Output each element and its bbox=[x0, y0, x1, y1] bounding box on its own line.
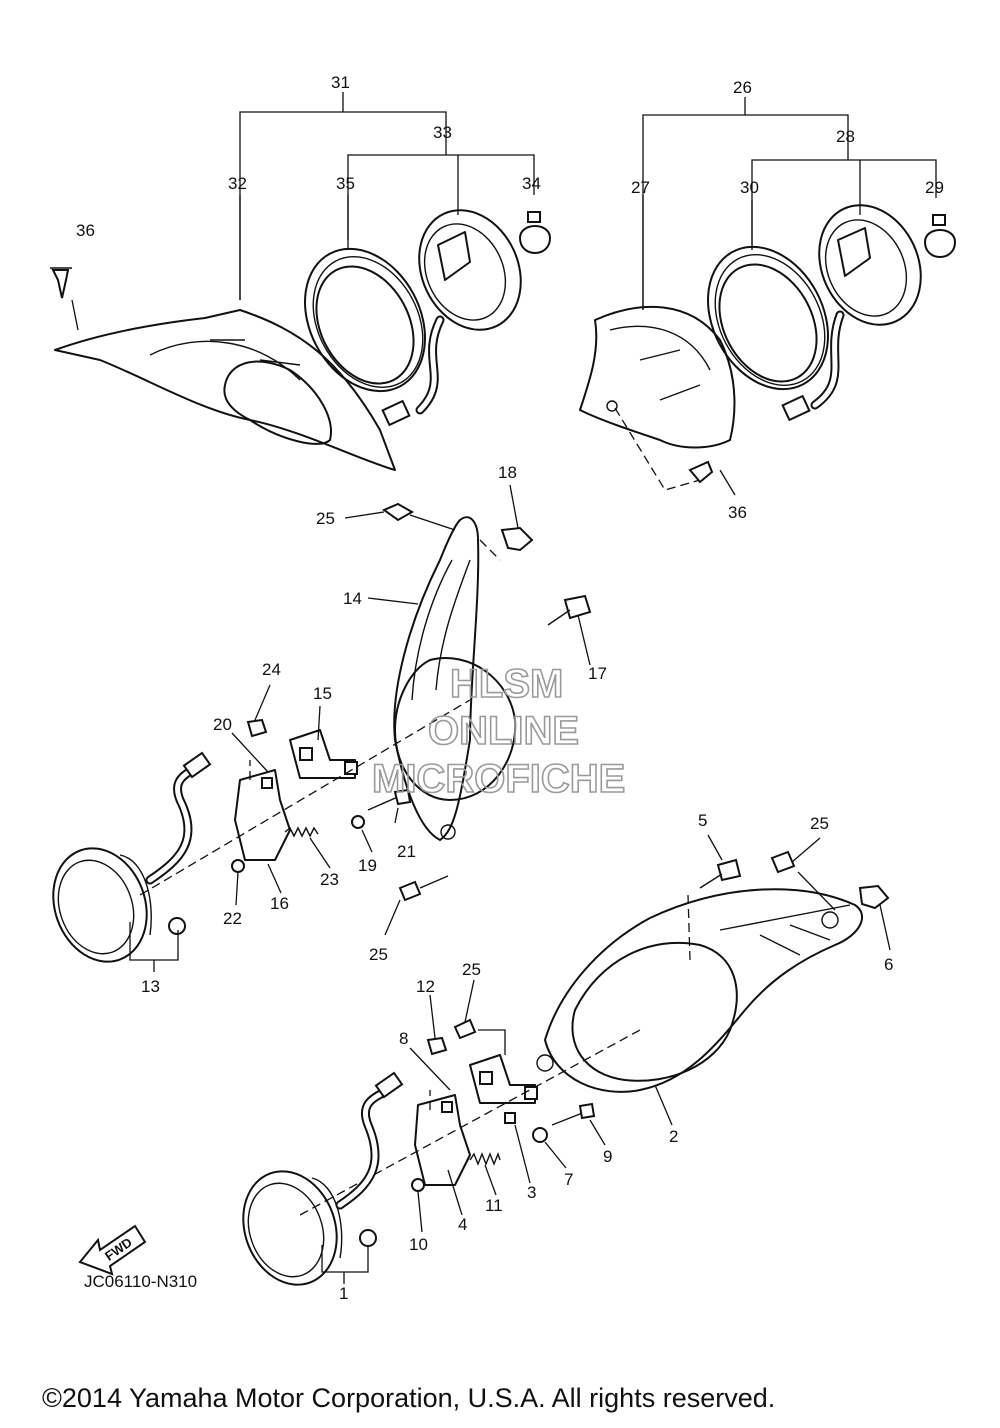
callout-20: 20 bbox=[213, 715, 232, 734]
callout-34: 34 bbox=[522, 174, 541, 193]
callout-22: 22 bbox=[223, 909, 242, 928]
bulb-part bbox=[518, 211, 552, 254]
callout-8: 8 bbox=[399, 1029, 408, 1048]
callout-25-low: 25 bbox=[462, 960, 481, 979]
callout-23: 23 bbox=[320, 870, 339, 889]
callout-36: 36 bbox=[76, 221, 95, 240]
callout-27: 27 bbox=[631, 178, 650, 197]
callout-14: 14 bbox=[343, 589, 362, 608]
callout-17: 17 bbox=[588, 664, 607, 683]
rim-ring-part bbox=[304, 247, 426, 393]
bracket-part bbox=[414, 1054, 538, 1186]
callout-35: 35 bbox=[336, 174, 355, 193]
assembly-lower bbox=[242, 834, 891, 1286]
signal-lamp-part bbox=[781, 204, 922, 422]
visor-part bbox=[54, 309, 396, 471]
callout-18: 18 bbox=[498, 463, 517, 482]
callout-33: 33 bbox=[433, 123, 452, 142]
callout-32: 32 bbox=[228, 174, 247, 193]
headlight-part bbox=[52, 751, 212, 963]
clip-part bbox=[688, 460, 736, 496]
callout-9: 9 bbox=[603, 1147, 612, 1166]
headlight-part bbox=[242, 1071, 404, 1286]
callout-24: 24 bbox=[262, 660, 281, 679]
rim-ring-part bbox=[707, 245, 829, 391]
callout-12: 12 bbox=[416, 977, 435, 996]
callout-6: 6 bbox=[884, 955, 893, 974]
callout-labels: 31 32 33 35 34 36 26 27 28 30 29 36 18 2… bbox=[76, 73, 944, 1303]
watermark-line-2: ONLINE bbox=[428, 709, 579, 753]
assembly-31 bbox=[50, 92, 552, 471]
callout-10: 10 bbox=[409, 1235, 428, 1254]
callout-15: 15 bbox=[313, 684, 332, 703]
watermark-line-1: HLSM bbox=[450, 662, 563, 706]
callout-13: 13 bbox=[141, 977, 160, 996]
copyright-notice: ©2014 Yamaha Motor Corporation, U.S.A. A… bbox=[42, 1383, 775, 1413]
fwd-arrow: FWD bbox=[78, 1224, 147, 1276]
watermark: HLSM ONLINE MICROFICHE bbox=[371, 661, 626, 802]
callout-36-right: 36 bbox=[728, 503, 747, 522]
callout-29: 29 bbox=[925, 178, 944, 197]
bulb-part bbox=[923, 214, 957, 258]
housing-part bbox=[393, 516, 517, 841]
callout-21: 21 bbox=[397, 842, 416, 861]
callout-4: 4 bbox=[458, 1215, 467, 1234]
callout-28: 28 bbox=[836, 127, 855, 146]
callout-2: 2 bbox=[669, 1127, 678, 1146]
diagram-code: JC06110-N310 bbox=[84, 1272, 197, 1291]
clip-part bbox=[50, 267, 72, 299]
watermark-line-3: MICROFICHE bbox=[372, 757, 625, 801]
callout-5: 5 bbox=[698, 811, 707, 830]
signal-lamp-part bbox=[381, 209, 522, 427]
callout-3: 3 bbox=[527, 1183, 536, 1202]
callout-16: 16 bbox=[270, 894, 289, 913]
callout-26: 26 bbox=[733, 78, 752, 97]
callout-30: 30 bbox=[740, 178, 759, 197]
callout-7: 7 bbox=[564, 1170, 573, 1189]
callout-11: 11 bbox=[485, 1196, 503, 1215]
callout-1: 1 bbox=[339, 1284, 348, 1303]
cowl-part bbox=[579, 305, 736, 491]
callout-31: 31 bbox=[331, 73, 350, 92]
assembly-middle bbox=[52, 484, 592, 972]
bracket-part bbox=[234, 729, 358, 861]
callout-19: 19 bbox=[358, 856, 377, 875]
callout-25-right: 25 bbox=[810, 814, 829, 833]
callout-25-top: 25 bbox=[316, 509, 335, 528]
assembly-26 bbox=[579, 97, 957, 496]
housing-part bbox=[536, 888, 864, 1093]
callout-25-mid: 25 bbox=[369, 945, 388, 964]
